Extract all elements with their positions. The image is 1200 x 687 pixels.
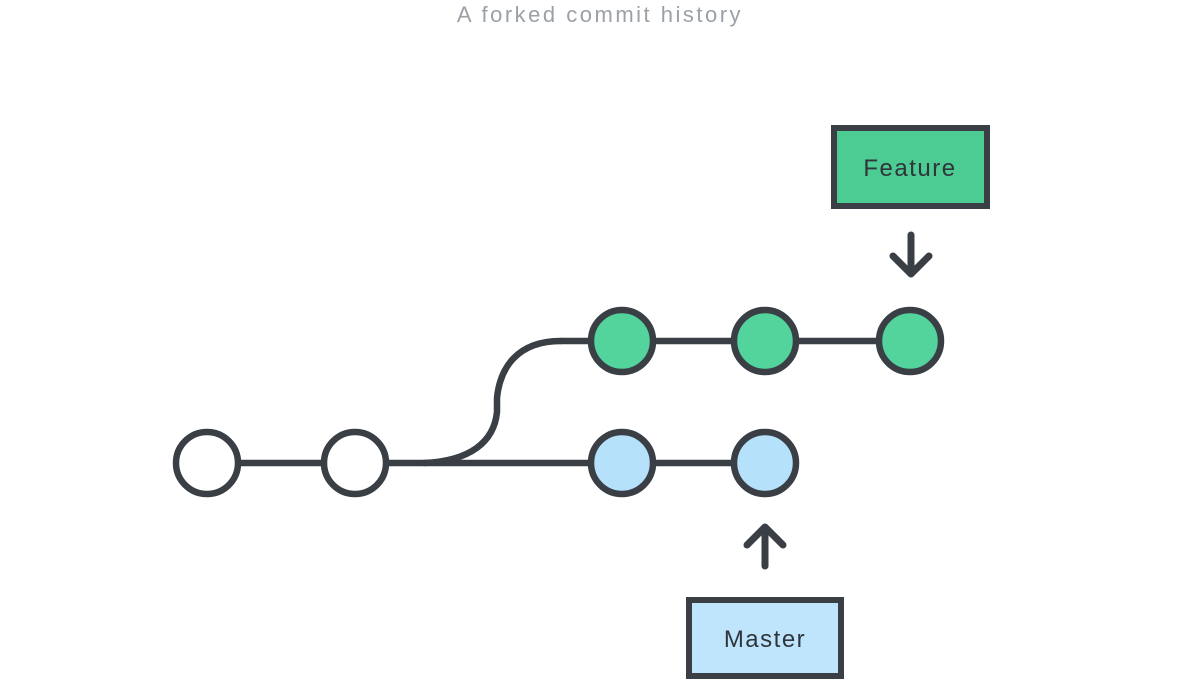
commit-node-master-1 bbox=[587, 428, 657, 498]
feature-label-text: Feature bbox=[863, 155, 956, 182]
feature-branch-label: Feature bbox=[831, 125, 990, 209]
commit-node-master-2 bbox=[730, 428, 800, 498]
fork-curve bbox=[420, 337, 565, 467]
commit-node-feature-3 bbox=[875, 306, 945, 376]
diagram-title: A forked commit history bbox=[456, 2, 744, 27]
feature-label-box bbox=[831, 125, 990, 209]
arrow-up-icon bbox=[743, 523, 787, 570]
arrow-down-icon bbox=[889, 231, 933, 278]
master-branch-label: Master bbox=[686, 597, 844, 679]
master-label-text: Master bbox=[724, 626, 806, 653]
commit-node-feature-2 bbox=[730, 306, 800, 376]
commit-node-feature-1 bbox=[587, 306, 657, 376]
commit-node-shared-1 bbox=[172, 428, 242, 498]
master-label-box bbox=[686, 597, 844, 679]
commit-node-shared-2 bbox=[320, 428, 390, 498]
